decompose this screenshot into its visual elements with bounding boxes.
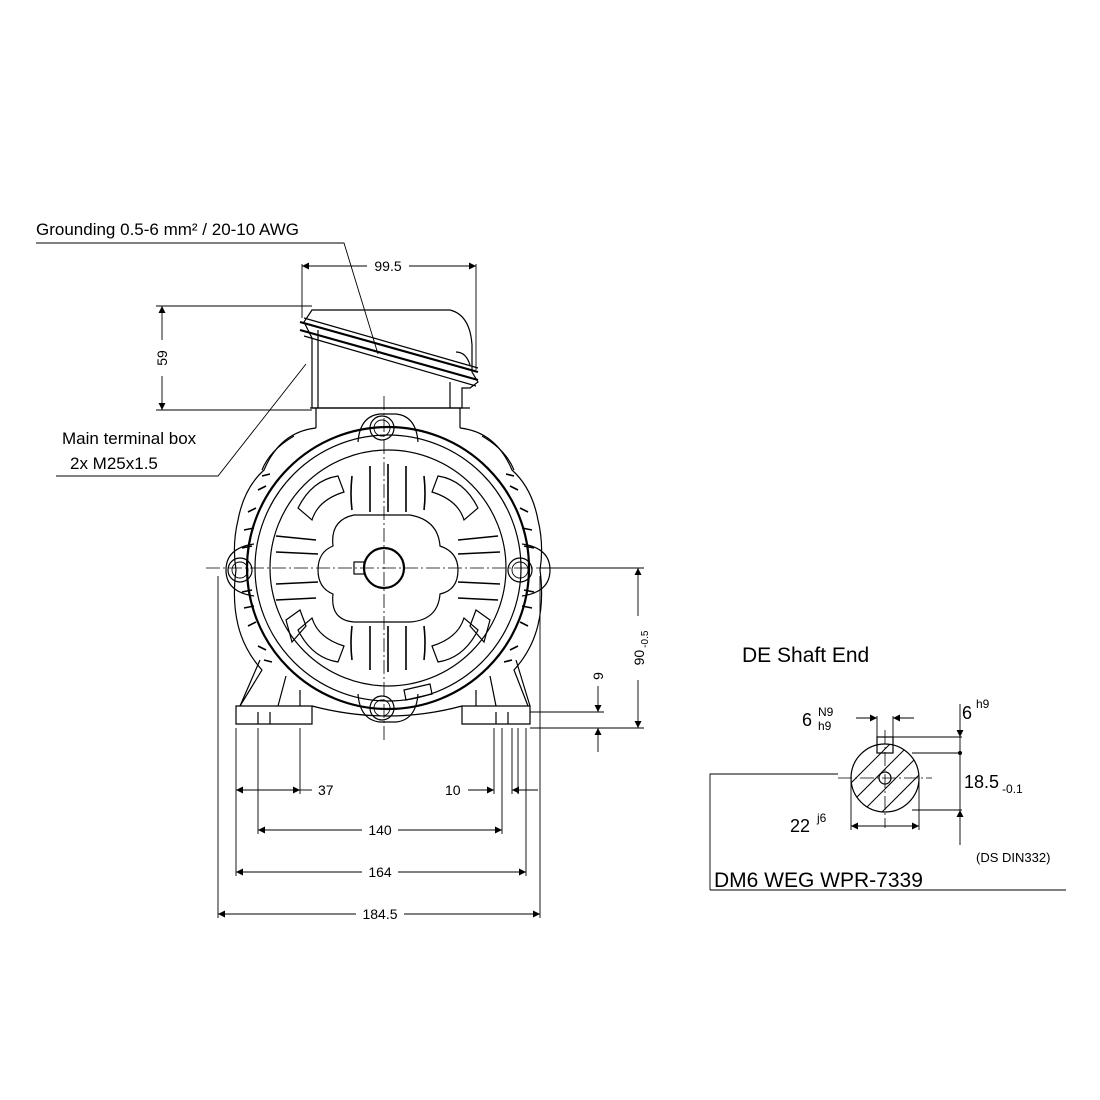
- dim-shaft-diameter: 22: [790, 816, 810, 836]
- mounting-bosses: [225, 413, 551, 723]
- designation-label: DM6 WEG WPR-7339: [714, 869, 923, 892]
- dim-foot-edge: 10: [445, 782, 461, 798]
- motor-front-view: [206, 309, 551, 740]
- dim-key-width: 6: [802, 710, 812, 730]
- dim-shaft-height: 90-0.5: [631, 630, 651, 665]
- dim-foot-height: 9: [590, 672, 606, 680]
- dim-key-width-tol-lower: h9: [818, 719, 832, 733]
- dim-box-height: 59: [154, 350, 170, 366]
- frame-ribs: [241, 473, 535, 663]
- terminal-box-label: Main terminal box: [62, 429, 197, 448]
- dim-overall-width: 184.5: [362, 906, 397, 922]
- dim-key-height: 6: [962, 703, 972, 723]
- terminal-box-thread-label: 2x M25x1.5: [70, 454, 158, 473]
- dim-key-width-tol-upper: N9: [818, 705, 834, 719]
- dimensions: 99.5 59 90-0.5 9 37 10 140: [154, 258, 651, 922]
- standard-label: (DS DIN332): [976, 850, 1050, 865]
- dim-shaft-diameter-tol: j6: [816, 811, 827, 825]
- dim-key-depth: 18.5-0.1: [964, 772, 1023, 796]
- dim-box-width: 99.5: [374, 258, 401, 274]
- grounding-label: Grounding 0.5-6 mm² / 20-10 AWG: [36, 220, 299, 239]
- shaft-end-title: DE Shaft End: [742, 644, 869, 667]
- motor-feet: [235, 659, 531, 725]
- motor-frame: [225, 413, 551, 725]
- dim-key-height-tol: h9: [976, 697, 990, 711]
- shaft-end-detail: DE Shaft End 6 N9 h9 6 h9 18.5-0.1 22 j6: [709, 644, 1066, 892]
- terminal-box: [299, 309, 479, 428]
- callouts: Grounding 0.5-6 mm² / 20-10 AWG Main ter…: [36, 220, 379, 477]
- dim-base-width: 164: [368, 864, 392, 880]
- dim-hole-spacing: 140: [368, 822, 392, 838]
- dim-foot-width: 37: [318, 782, 334, 798]
